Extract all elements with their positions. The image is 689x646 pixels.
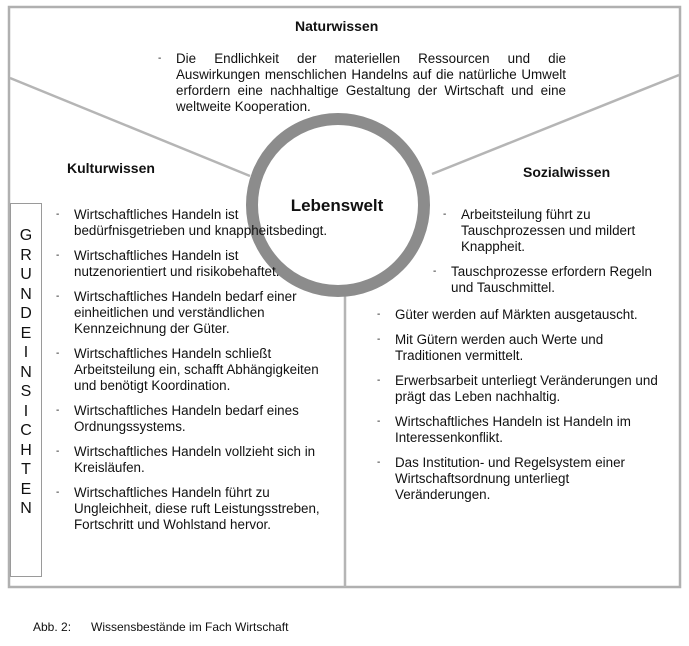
list-item: - Güter werden auf Märkten ausgetauscht. — [377, 307, 667, 323]
list-item: - Wirtschaftliches Handeln bedarf einer e… — [56, 289, 332, 337]
list-item-text: Mit Gütern werden auch Werte und Traditi… — [395, 332, 604, 363]
bullet-dash: - — [377, 309, 381, 320]
list-item: - Mit Gütern werden auch Werte und Tradit… — [377, 332, 667, 364]
kultur-list: - Wirtschaftliches Handeln ist bedürfnisg… — [56, 207, 332, 542]
bullet-dash: - — [56, 487, 60, 498]
vertical-letter: N — [20, 500, 32, 517]
list-item-text: Wirtschaftliches Handeln ist bedürfnisge… — [74, 207, 328, 238]
list-item-text: Erwerbsarbeit unterliegt Veränderungen u… — [395, 373, 658, 404]
bullet-dash: - — [56, 446, 60, 457]
bullet-dash: - — [56, 348, 60, 359]
list-item-text: Wirtschaftliches Handeln bedarf eines Or… — [74, 403, 299, 434]
list-item: - Erwerbsarbeit unterliegt Veränderungen … — [377, 373, 667, 405]
bullet-dash: - — [433, 266, 437, 277]
list-item: - Wirtschaftliches Handeln schließt Arbei… — [56, 346, 332, 394]
vertical-letter: T — [21, 461, 31, 478]
list-item-text: Das Institution- und Regelsystem einer W… — [395, 455, 625, 502]
figure-caption: Abb. 2: Wissensbestände im Fach Wirtschaf… — [33, 620, 288, 634]
list-item-text: Güter werden auf Märkten ausgetauscht. — [395, 307, 638, 322]
list-item: - Wirtschaftliches Handeln ist nutzenorie… — [56, 248, 332, 280]
list-item: - Tauschprozesse erfordern Regeln und Tau… — [433, 264, 665, 296]
list-item-text: Wirtschaftliches Handeln vollzieht sich … — [74, 444, 316, 475]
natur-title: Naturwissen — [295, 18, 379, 34]
vertical-letter: I — [23, 402, 29, 420]
vertical-letter: N — [20, 285, 32, 303]
vertical-letter: C — [20, 422, 32, 439]
bullet-dash: - — [56, 405, 60, 416]
lebenswelt-ring — [246, 113, 430, 297]
list-item-text: Wirtschaftliches Handeln ist Handeln im … — [395, 414, 631, 445]
vertical-letter: R — [20, 246, 32, 264]
list-item: - Wirtschaftliches Handeln führt zu Ungle… — [56, 485, 332, 533]
list-item: - Wirtschaftliches Handeln ist bedürfnisg… — [56, 207, 332, 239]
kultur-title: Kulturwissen — [67, 160, 155, 176]
bullet-dash: - — [56, 250, 60, 261]
divider-left — [9, 76, 251, 178]
bullet-dash: - — [377, 416, 381, 427]
list-item: - Wirtschaftliches Handeln vollzieht sich… — [56, 444, 332, 476]
bullet-dash: - — [377, 457, 381, 468]
vertical-letter: N — [20, 363, 32, 381]
vertical-letter: S — [20, 383, 32, 400]
bullet-dash: - — [158, 53, 162, 64]
sozial-list-lower: -Güter werden auf Märkten ausgetauscht.-… — [377, 307, 667, 512]
natur-list: - Die Endlichkeit der materiellen Ressour… — [158, 51, 566, 124]
caption-number: Abb. 2: — [33, 620, 72, 634]
list-item: - Arbeitsteilung führt zu Tauschprozessen… — [443, 207, 665, 255]
vertical-letter: G — [19, 227, 33, 244]
vertical-letter: I — [23, 344, 29, 361]
vertical-letter: U — [20, 266, 32, 283]
list-item-text: Arbeitsteilung führt zu Tauschprozessen … — [461, 207, 636, 254]
bullet-dash: - — [56, 291, 60, 302]
list-item: - Das Institution- und Regelsystem einer … — [377, 455, 667, 503]
list-item: - Die Endlichkeit der materiellen Ressour… — [158, 51, 566, 115]
vertical-letter: E — [20, 480, 32, 498]
list-item-text: Tauschprozesse erfordern Regeln und Taus… — [451, 264, 652, 295]
list-item: - Wirtschaftliches Handeln ist Handeln im… — [377, 414, 667, 446]
list-item-text: Wirtschaftliches Handeln bedarf einer ei… — [74, 289, 297, 336]
bullet-dash: - — [377, 375, 381, 386]
list-item-text: Die Endlichkeit der materiellen Ressourc… — [176, 51, 566, 114]
bullet-dash: - — [443, 209, 447, 220]
center-label: Lebenswelt — [290, 196, 384, 215]
list-item-text: Wirtschaftliches Handeln führt zu Unglei… — [74, 485, 320, 532]
caption-text: Wissensbestände im Fach Wirtschaft — [91, 620, 289, 634]
vertical-letter: D — [20, 305, 32, 322]
vertical-letter: H — [20, 441, 32, 459]
divider-right — [431, 73, 680, 176]
bullet-dash: - — [377, 334, 381, 345]
sozial-title: Sozialwissen — [523, 164, 611, 180]
vertical-letter: E — [20, 324, 32, 342]
bullet-dash: - — [56, 209, 60, 220]
list-item: - Wirtschaftliches Handeln bedarf eines O… — [56, 403, 332, 435]
list-item-text: Wirtschaftliches Handeln ist nutzenorien… — [74, 248, 280, 279]
sozial-list-upper: - Arbeitsteilung führt zu Tauschprozessen… — [433, 207, 665, 305]
list-item-text: Wirtschaftliches Handeln schließt Arbeit… — [74, 346, 319, 393]
